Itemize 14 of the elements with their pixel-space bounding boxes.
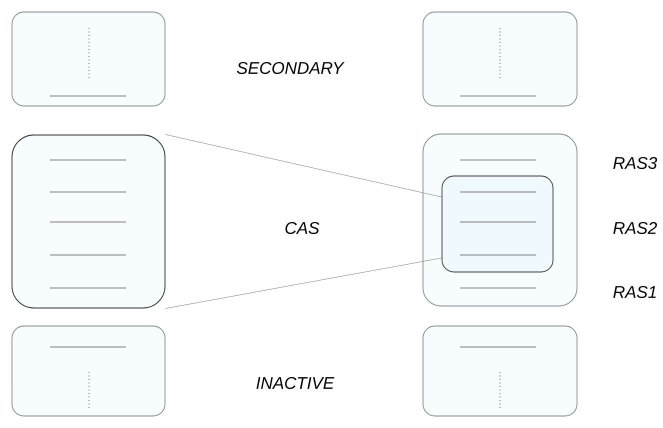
zoom-line xyxy=(165,134,442,198)
region-label: RAS3 xyxy=(613,156,658,170)
zoom-line xyxy=(165,258,442,309)
panel-box xyxy=(12,134,166,308)
region-label: CAS xyxy=(285,222,320,234)
panel-box xyxy=(422,12,578,106)
region-label: SECONDARY xyxy=(236,62,345,74)
panel-box xyxy=(12,326,166,416)
region-label: RAS2 xyxy=(613,222,657,234)
panel-box xyxy=(422,326,578,416)
panel-box xyxy=(12,12,166,106)
panel-box xyxy=(442,176,554,272)
region-label: INACTIVE xyxy=(256,376,334,390)
region-label: RAS1 xyxy=(613,286,656,298)
